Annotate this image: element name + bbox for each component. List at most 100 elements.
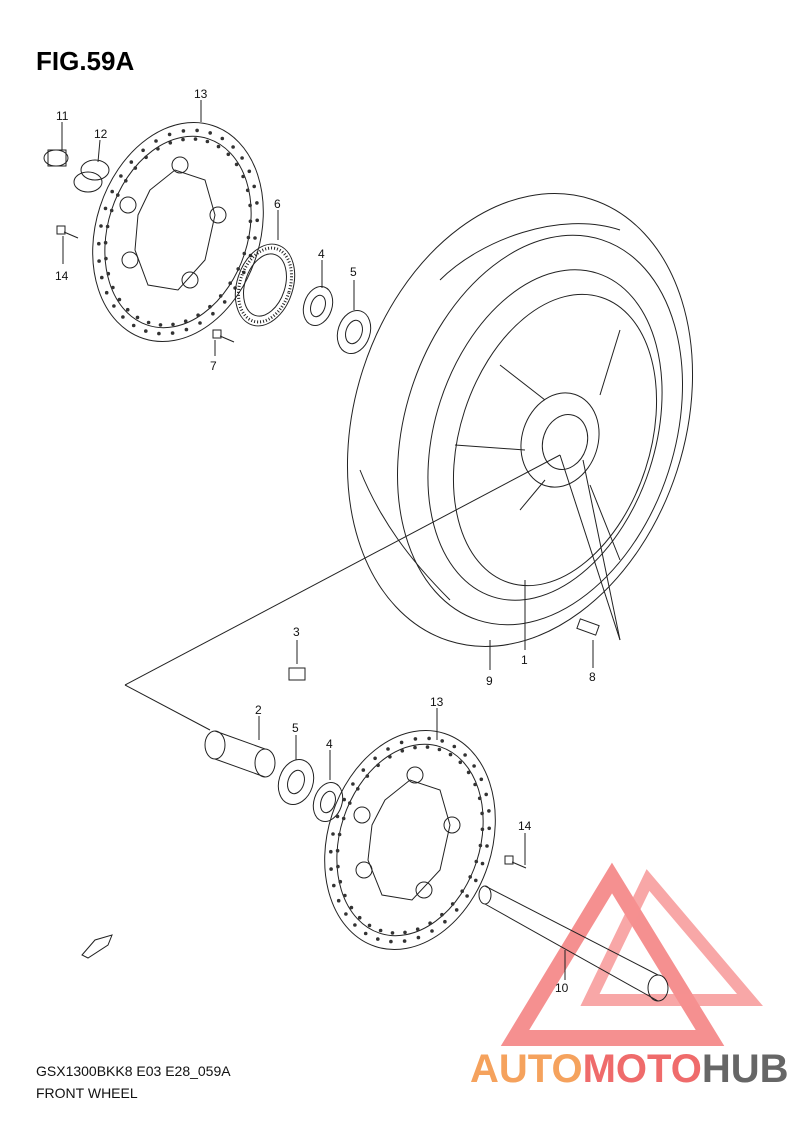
- disc-hole: [443, 919, 447, 924]
- disc-hole: [478, 843, 483, 848]
- disc-hole: [465, 894, 469, 898]
- disc-hole: [337, 832, 342, 837]
- oil-seal-part-4-top: [302, 285, 334, 327]
- disc-hole: [181, 137, 185, 142]
- disc-hole: [193, 137, 198, 141]
- disc-hole: [365, 774, 370, 778]
- disc-hole: [351, 782, 355, 786]
- disc-hole: [430, 929, 434, 933]
- disc-hole: [480, 861, 485, 866]
- disc-hole: [124, 179, 128, 183]
- callout-3: 3: [293, 625, 300, 639]
- disc-hole: [386, 747, 390, 751]
- callout-12: 12: [94, 127, 108, 141]
- callout-4-bottom: 4: [326, 737, 333, 751]
- disc-hole: [255, 201, 259, 205]
- axle-part-10: [478, 885, 669, 1002]
- disc-hole: [454, 908, 459, 912]
- figure-title: FIG.59A: [36, 46, 135, 76]
- disc-hole: [248, 219, 253, 224]
- disc-hole: [452, 744, 457, 749]
- disc-hole: [117, 297, 122, 302]
- disc-hole: [168, 141, 173, 145]
- disc-hole: [119, 174, 123, 178]
- disc-hole: [425, 745, 430, 749]
- watermark-logo-triangle: [500, 862, 763, 1046]
- disc-hole: [428, 921, 432, 925]
- disc-hole: [474, 859, 479, 864]
- callout-1: 1: [521, 653, 528, 667]
- disc-hole: [248, 203, 252, 208]
- watermark-text-moto: MOTO: [582, 1047, 702, 1091]
- callout-2: 2: [255, 703, 262, 717]
- sensor-rotor-part-6: [234, 243, 296, 327]
- disc-hole: [228, 281, 232, 286]
- disc-hole: [378, 928, 383, 933]
- disc-hole: [480, 827, 485, 832]
- disc-hole: [103, 240, 108, 245]
- callout-9: 9: [486, 674, 493, 688]
- disc-hole: [110, 189, 114, 194]
- callout-13-top: 13: [194, 87, 208, 101]
- disc-hole: [208, 131, 212, 135]
- disc-hole: [473, 782, 477, 787]
- disc-hole: [171, 322, 175, 327]
- disc-hole: [402, 939, 407, 943]
- disc-hole: [184, 327, 189, 332]
- bolt-part-11: [43, 149, 69, 167]
- disc-hole: [329, 867, 333, 871]
- disc-hole: [109, 208, 114, 213]
- disc-hole: [344, 912, 348, 916]
- disc-hole: [367, 923, 372, 928]
- brake-disc-top-holes: [97, 128, 259, 336]
- leader-lines: [61, 100, 621, 980]
- spacer-part-3: [288, 667, 306, 681]
- watermark-text-auto: AUTO: [470, 1047, 583, 1091]
- brake-disc-bottom-holes: [329, 736, 492, 944]
- disc-hole: [480, 811, 484, 816]
- disc-hole: [154, 139, 158, 143]
- disc-hole: [399, 740, 404, 745]
- disc-hole: [198, 321, 202, 325]
- disc-hole: [125, 307, 130, 312]
- disc-hole: [97, 259, 101, 263]
- disc-hole: [104, 290, 109, 295]
- watermark-text-hub: HUB: [701, 1047, 789, 1091]
- disc-hole: [133, 166, 138, 170]
- disc-hole: [236, 267, 240, 271]
- disc-hole: [413, 745, 417, 750]
- disc-hole: [458, 760, 463, 765]
- disc-hole: [335, 814, 340, 819]
- callout-7: 7: [210, 359, 217, 373]
- callout-10: 10: [555, 981, 569, 995]
- disc-hole: [448, 752, 453, 757]
- disc-hole: [376, 937, 380, 941]
- disc-hole: [252, 184, 256, 189]
- disc-hole: [231, 145, 235, 149]
- disc-hole: [348, 801, 352, 805]
- disc-hole: [196, 313, 200, 318]
- watermark-logo-text: AUTOMOTOHUB: [470, 1047, 789, 1092]
- disc-hole: [466, 770, 471, 775]
- disc-hole: [144, 329, 148, 333]
- disc-hole: [211, 311, 215, 316]
- disc-hole: [216, 144, 221, 149]
- footer-diagram-name: FRONT WHEEL: [36, 1085, 138, 1101]
- disc-hole: [472, 764, 476, 768]
- disc-hole: [487, 809, 491, 813]
- callout-13-bottom: 13: [430, 695, 444, 709]
- disc-hole: [341, 816, 346, 821]
- disc-hole: [195, 128, 199, 133]
- disc-hole: [477, 796, 482, 801]
- disc-hole: [129, 160, 134, 164]
- disc-hole: [336, 864, 340, 869]
- callout-5-bottom: 5: [292, 721, 299, 735]
- disc-hole: [116, 193, 120, 197]
- callout-14-top: 14: [55, 269, 69, 283]
- disc-hole: [440, 739, 445, 743]
- disc-hole: [100, 275, 104, 280]
- disc-hole: [373, 756, 377, 761]
- disc-hole: [183, 319, 188, 324]
- callout-11: 11: [56, 109, 69, 123]
- disc-hole: [363, 931, 368, 936]
